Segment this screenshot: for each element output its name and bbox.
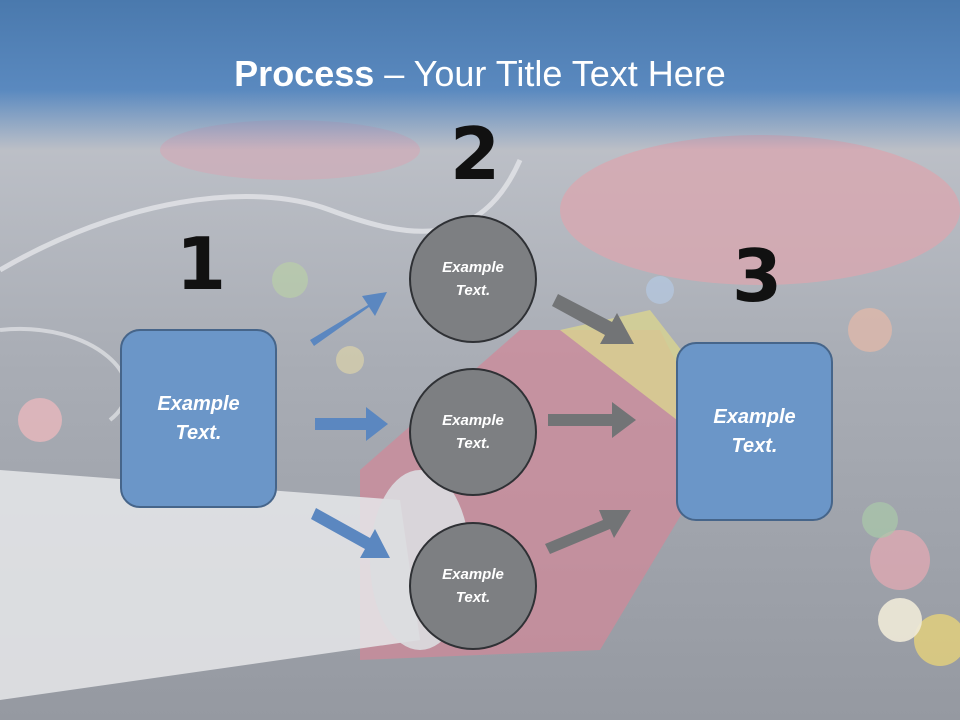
title-rest-part: – Your Title Text Here: [374, 53, 726, 94]
arrow-to-circle-middle: [315, 407, 388, 441]
gray-arrows: [545, 294, 636, 554]
step-number-3: 3: [732, 234, 783, 318]
circle-middle-line1: Example: [442, 412, 504, 429]
step-number-1: 1: [176, 222, 227, 306]
circle-top-line1: Example: [442, 259, 504, 276]
slide-title: Process – Your Title Text Here: [0, 52, 960, 96]
right-box[interactable]: Example Text.: [676, 342, 833, 521]
left-box-line1: Example: [157, 392, 240, 415]
blue-arrows: [310, 292, 390, 558]
arrow-from-circle-top: [552, 294, 634, 344]
circle-middle-line2: Text.: [455, 435, 491, 452]
circle-middle[interactable]: Example Text.: [409, 368, 537, 496]
left-box[interactable]: Example Text.: [120, 329, 277, 508]
title-bold-part: Process: [234, 53, 375, 94]
right-box-line2: Text.: [731, 434, 778, 457]
title-band: [0, 0, 960, 150]
circle-bottom-line1: Example: [442, 566, 504, 583]
arrow-to-circle-top: [310, 292, 387, 346]
arrow-from-circle-bottom: [545, 510, 631, 554]
circle-bottom[interactable]: Example Text.: [409, 522, 537, 650]
arrow-to-circle-bottom: [311, 508, 390, 558]
left-box-line2: Text.: [175, 421, 222, 444]
right-box-line1: Example: [713, 405, 796, 428]
circle-top-line2: Text.: [455, 282, 491, 299]
arrow-from-circle-middle: [548, 402, 636, 438]
circle-top[interactable]: Example Text.: [409, 215, 537, 343]
step-number-2: 2: [450, 112, 501, 196]
circle-bottom-line2: Text.: [455, 589, 491, 606]
